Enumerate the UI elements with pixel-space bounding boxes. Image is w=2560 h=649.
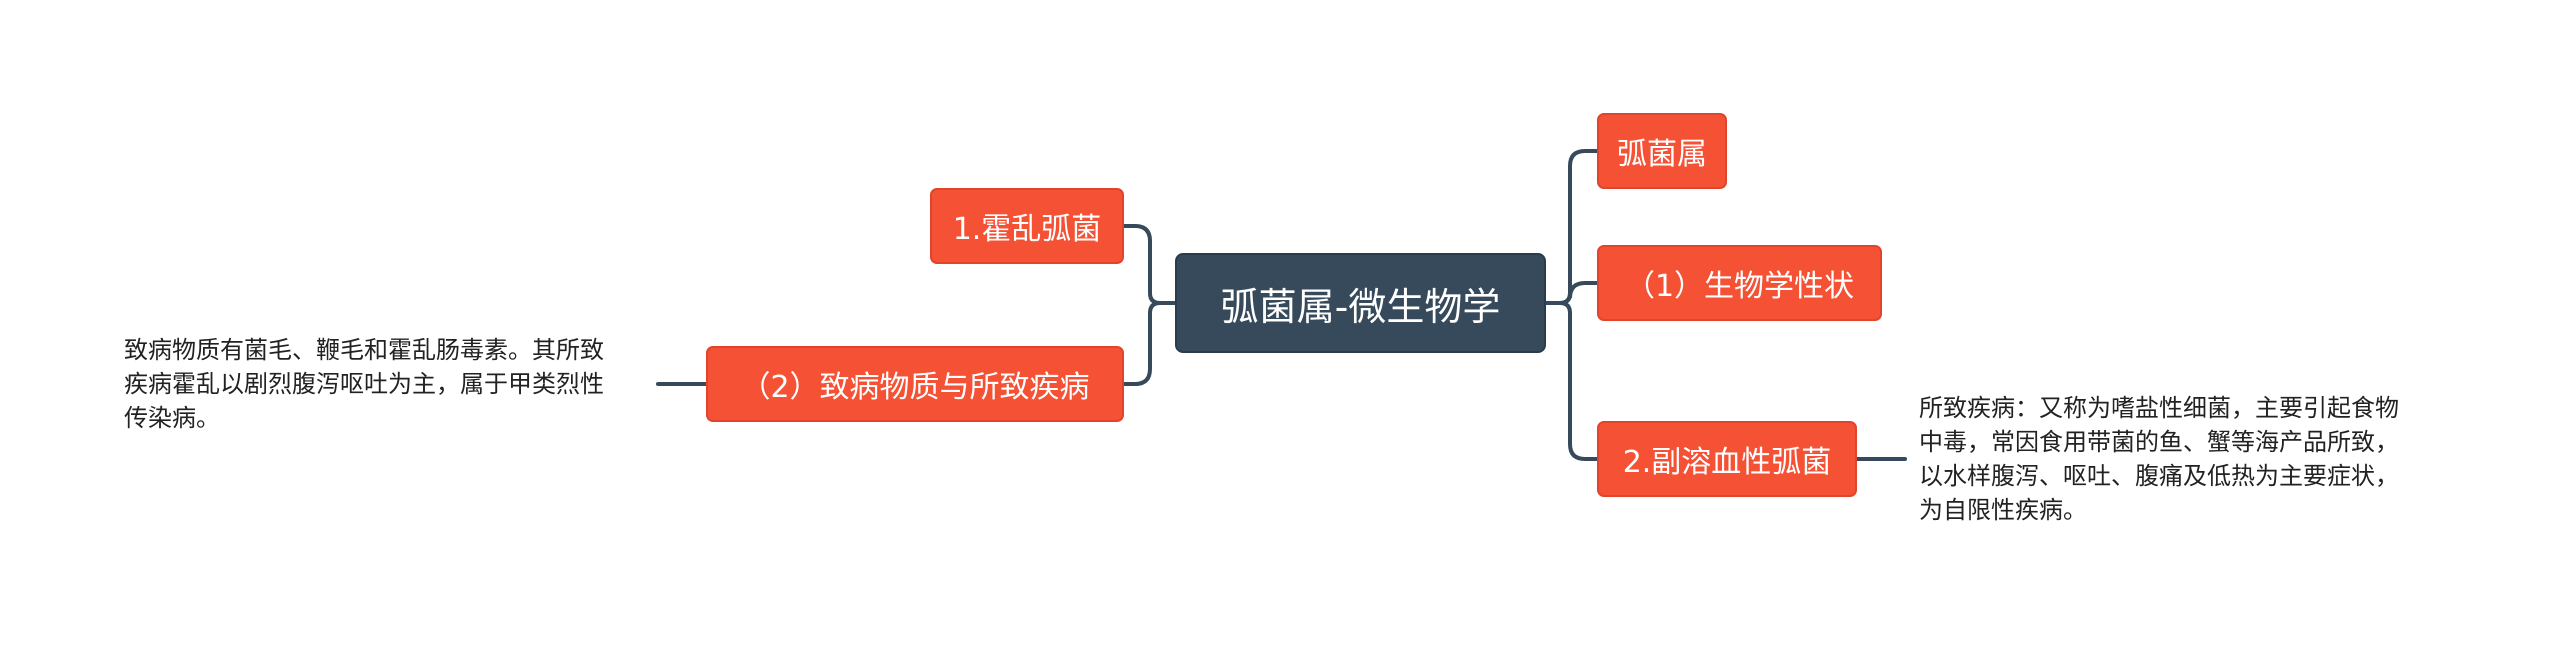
topic-cholera[interactable]: 1.霍乱弧菌 [930,188,1124,264]
root-topic[interactable]: 弧菌属-微生物学 [1175,253,1546,353]
topic-vibrio-parahaemolyticus[interactable]: 2.副溶血性弧菌 [1597,421,1857,497]
topic-vibrio-parahaemolyticus-label: 2.副溶血性弧菌 [1622,445,1832,480]
topic-pathogenic-substances-label: （2）致病物质与所致疾病 [740,370,1090,405]
topic-biological-properties-label: （1）生物学性状 [1624,269,1855,304]
connector-root-right-1 [1544,149,1599,305]
note-vibrio-parahaemolyticus: 所致疾病：又称为嗜盐性细菌，主要引起食物 中毒，常因食用带菌的鱼、蟹等海产品所致… [1919,394,2399,524]
topic-cholera-label: 1.霍乱弧菌 [952,212,1102,247]
topic-biological-properties[interactable]: （1）生物学性状 [1597,245,1882,321]
connector-root-right-2 [1558,281,1599,305]
topic-vibrio-genus[interactable]: 弧菌属 [1597,113,1727,189]
topic-pathogenic-substances[interactable]: （2）致病物质与所致疾病 [706,346,1124,422]
note-pathogenic-substances: 致病物质有菌毛、鞭毛和霍乱肠毒素。其所致 疾病霍乱以剧烈腹泻呕吐为主，属于甲类烈… [124,336,604,432]
connector-root-right-3 [1558,301,1599,461]
topic-vibrio-genus-label: 弧菌属 [1617,137,1707,172]
root-topic-label: 弧菌属-微生物学 [1220,284,1501,329]
connector-root-left-2 [1122,301,1162,386]
connector-root-left-1 [1122,224,1177,305]
